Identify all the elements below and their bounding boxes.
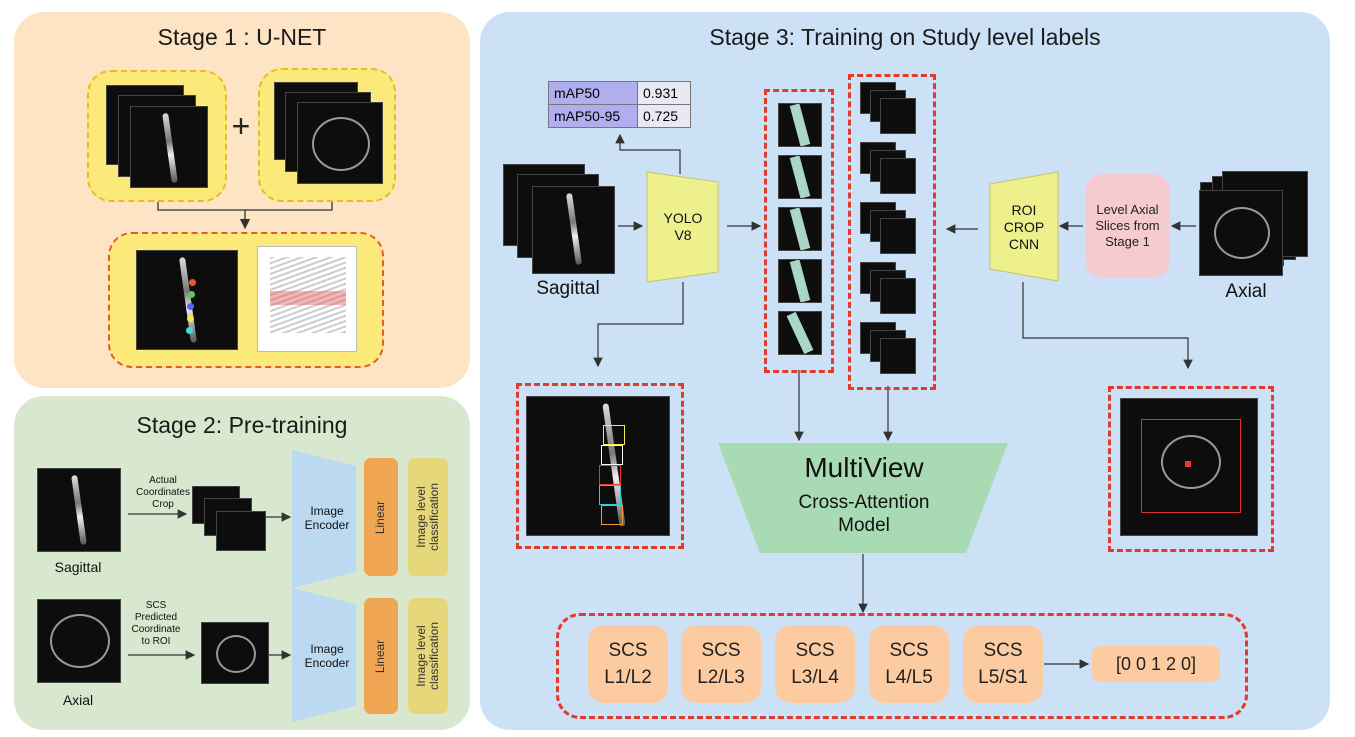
axial-level-crop [880,278,916,314]
detection-image [526,396,670,536]
axial-slice [297,102,383,184]
axial-stack-slice [1199,190,1283,276]
plus-sign: + [231,108,251,144]
stage1-title: Stage 1 : U-NET [157,24,327,50]
metric-value: 0.725 [637,104,691,128]
sagittal-keypoints-image [136,250,238,350]
axial-crops-group [848,74,936,390]
outputs-group [556,613,1248,719]
encoder-shape-1 [292,450,356,588]
roi-crop-image [201,622,269,684]
axial-label: Axial [1225,281,1267,302]
stage3-title: Stage 3: Training on Study level labels [709,24,1101,50]
yolo-label: YOLO V8 [663,210,703,243]
image-encoder-label: Image Encoder [304,504,350,532]
metric-value: 0.931 [637,81,691,105]
multiview-title: MultiView [804,452,924,483]
heatmap-plot-image [257,246,357,352]
sagittal-level-crop [778,259,822,303]
axial-level-crop [880,158,916,194]
encoder-shape-2 [292,588,356,722]
sagittal-label: Sagittal [536,278,600,299]
sagittal-label: Sagittal [54,559,102,575]
detection-output-group [516,383,684,549]
level-axial-slices-box: Level Axial Slices from Stage 1 [1085,174,1170,278]
yolo-shape [646,171,719,283]
sagittal-crops-group [764,89,834,373]
metric-name: mAP50-95 [548,104,638,128]
stage2-title: Stage 2: Pre-training [136,412,348,438]
crop-arrow-label: Actual Coordinates Crop [136,475,190,510]
sagittal-level-crop [778,103,822,147]
linear-layer: Linear [364,458,398,576]
axial-label: Axial [62,692,94,708]
multiview-shape [718,443,1008,553]
roi-shape [989,171,1059,282]
multiview-subtitle: Cross-Attention Model [798,492,930,536]
classification-head: Image level classification [408,598,448,714]
axial-level-crop [880,98,916,134]
sagittal-stack-slice [532,186,615,274]
roi-crop-cnn-label: ROI CROP CNN [1003,202,1045,252]
result-vector: [0 0 1 2 0] [1092,646,1220,682]
crop-slice [216,511,266,551]
axial-level-crop [880,218,916,254]
roi-output-group [1108,386,1274,552]
axial-image [37,599,121,683]
classification-head: Image level classification [408,458,448,576]
axial-level-crop [880,338,916,374]
sagittal-level-crop [778,207,822,251]
sagittal-level-crop [778,155,822,199]
sagittal-image [37,468,121,552]
sagittal-level-crop [778,311,822,355]
roi-axial-image [1120,398,1258,536]
roi-arrow-label: SCS Predicted Coordinate to ROI [131,600,181,647]
sagittal-slice [130,106,208,188]
image-encoder-label: Image Encoder [304,642,350,670]
metric-name: mAP50 [548,81,638,105]
linear-layer: Linear [364,598,398,714]
